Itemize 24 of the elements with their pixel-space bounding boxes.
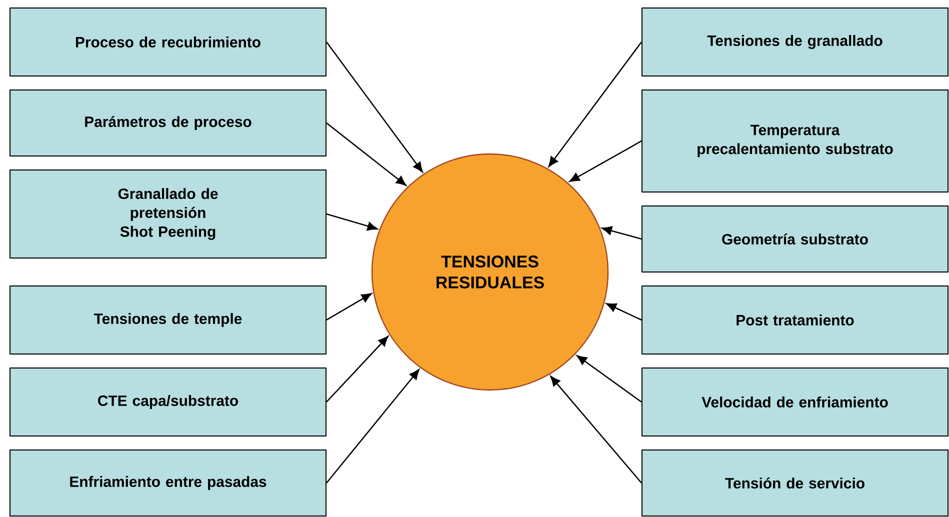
factor-box: Parámetros de proceso bbox=[10, 90, 326, 156]
arrow bbox=[606, 303, 642, 321]
factor-box: Tensiones de temple bbox=[10, 286, 326, 354]
factor-box: Geometría substrato bbox=[642, 206, 948, 272]
factor-box: Proceso de recubrimiento bbox=[10, 8, 326, 76]
arrow bbox=[326, 122, 406, 186]
arrow bbox=[548, 42, 642, 167]
factor-box: Velocidad de enfriamiento bbox=[642, 368, 948, 436]
factor-box: Post tratamiento bbox=[642, 286, 948, 354]
factor-box: Tensiones de granallado bbox=[642, 8, 948, 76]
factor-box: Tensión de servicio bbox=[642, 450, 948, 516]
factor-box: CTE capa/substrato bbox=[10, 368, 326, 436]
arrow bbox=[576, 355, 642, 403]
arrow bbox=[326, 42, 423, 172]
arrow bbox=[326, 293, 372, 321]
arrow bbox=[326, 336, 388, 402]
factor-box: Enfriamiento entre pasadas bbox=[10, 450, 326, 516]
arrow bbox=[326, 213, 378, 231]
factor-box: Granallado de pretensión Shot Peening bbox=[10, 170, 326, 258]
factor-box: Temperatura precalentamiento substrato bbox=[642, 90, 948, 192]
arrow bbox=[569, 140, 642, 182]
arrow bbox=[602, 226, 642, 240]
arrow bbox=[326, 369, 420, 484]
arrow bbox=[550, 376, 642, 484]
